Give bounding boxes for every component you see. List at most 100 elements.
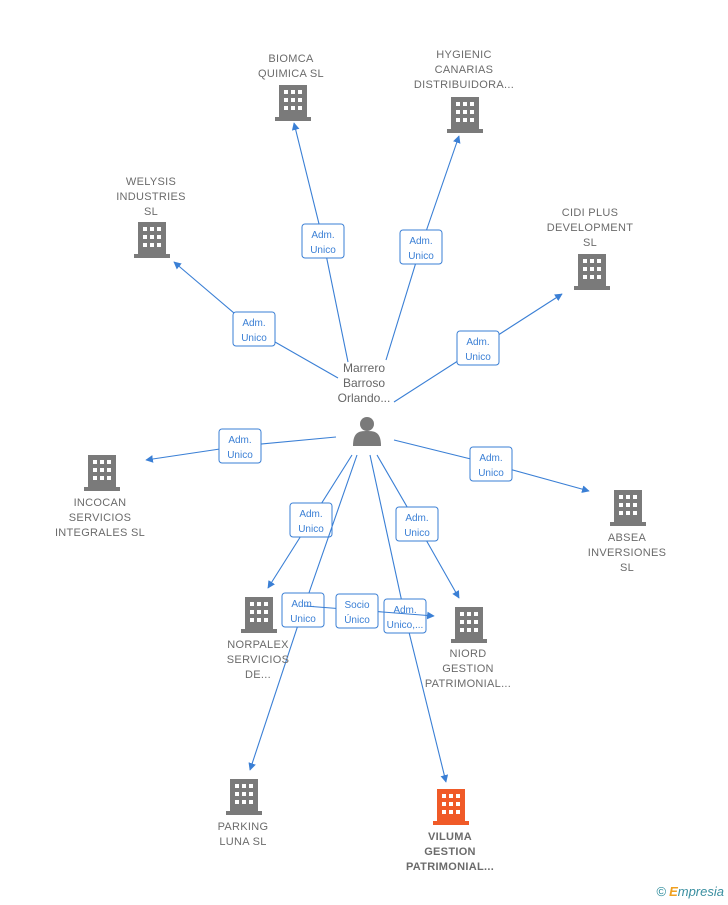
company-name-line: SERVICIOS	[227, 654, 289, 666]
edge-label-text: Socio	[344, 600, 369, 611]
edge-label-box[interactable]	[399, 229, 443, 265]
company-name-line: SERVICIOS	[69, 512, 131, 524]
building-icon	[134, 222, 170, 258]
company-name-line: INDUSTRIES	[116, 191, 186, 203]
edge-label-box[interactable]	[232, 311, 276, 347]
edge-niord[interactable]: Adm. Unico	[376, 454, 460, 599]
company-name-line: QUIMICA SL	[258, 68, 324, 80]
edge-label-box[interactable]	[395, 506, 439, 542]
company-name-line: DEVELOPMENT	[547, 222, 633, 234]
edge-viluma[interactable]: Adm. Unico,...	[369, 454, 449, 783]
company-name-line: SL	[583, 237, 597, 249]
edge-label-box[interactable]	[469, 446, 513, 482]
edge-label-text: Unico	[408, 251, 434, 262]
company-name-line: ABSEA	[608, 532, 647, 544]
company-node-cidi[interactable]: CIDI PLUS DEVELOPMENT SL	[547, 207, 633, 290]
person-name-line: Orlando...	[338, 391, 391, 405]
building-icon	[226, 779, 262, 815]
edge-label-text: Único	[344, 613, 370, 626]
company-name-line: GESTION	[424, 846, 476, 858]
company-name-line: GESTION	[442, 663, 494, 675]
edge-label-box[interactable]	[335, 593, 379, 629]
company-name-line: NORPALEX	[227, 639, 289, 651]
edge-label-text: Adm.	[409, 236, 432, 247]
building-icon	[574, 254, 610, 290]
edge-label-box[interactable]	[383, 598, 427, 634]
edge-label-text: Unico	[241, 333, 267, 344]
edge-label-box[interactable]	[218, 428, 262, 464]
company-name-line: PATRIMONIAL...	[406, 861, 494, 873]
company-name-line: BIOMCA	[268, 53, 314, 65]
building-icon	[447, 97, 483, 133]
person-name-line: Marrero	[343, 361, 385, 375]
company-name-line: INTEGRALES SL	[55, 527, 145, 539]
company-node-biomca[interactable]: BIOMCA QUIMICA SL	[258, 53, 324, 121]
company-name-line: PATRIMONIAL...	[425, 678, 511, 690]
company-name-line: PARKING	[218, 821, 269, 833]
edge-label-text: Adm.	[311, 230, 334, 241]
edge-label-text: Adm.	[466, 337, 489, 348]
edge-label-box[interactable]	[281, 592, 325, 628]
copyright-icon: ©	[656, 884, 667, 899]
brand-initial: E	[669, 884, 678, 899]
edge-label-text: Unico	[290, 614, 316, 625]
building-icon	[451, 607, 487, 643]
edge-label-text: Unico	[298, 524, 324, 535]
company-name-line: INCOCAN	[74, 497, 127, 509]
edge-label-text: Adm.	[479, 453, 502, 464]
company-node-parking[interactable]: PARKING LUNA SL	[218, 779, 269, 848]
company-name-line: WELYSIS	[126, 176, 176, 188]
company-name-line: LUNA SL	[219, 836, 266, 848]
building-icon	[610, 490, 646, 526]
company-node-incocan[interactable]: INCOCAN SERVICIOS INTEGRALES SL	[55, 455, 145, 539]
edge-cidi[interactable]: Adm. Unico	[393, 293, 563, 403]
brand-name: mpresia	[677, 884, 724, 899]
edge-label-box[interactable]	[456, 330, 500, 366]
empresia-brand[interactable]: ©Empresia	[656, 884, 724, 899]
edge-label-text: Adm.	[242, 318, 265, 329]
company-name-line: CANARIAS	[435, 64, 494, 76]
edge-label-text: Adm.	[228, 435, 251, 446]
company-node-niord[interactable]: NIORD GESTION PATRIMONIAL...	[425, 607, 511, 690]
edge-label-text: Adm.	[405, 513, 428, 524]
company-node-norpalex[interactable]: NORPALEXSERVICIOSDE...	[227, 597, 289, 681]
edge-parking[interactable]: Adm. Unico	[248, 454, 358, 771]
edge-label-text: Unico	[478, 468, 504, 479]
company-name-line: VILUMA	[428, 831, 472, 843]
edge-welysis[interactable]: Adm. Unico	[173, 261, 339, 379]
company-node-hygienic[interactable]: HYGIENIC CANARIAS DISTRIBUIDORA...	[414, 49, 514, 133]
edge-incocan[interactable]: Adm. Unico	[145, 428, 337, 464]
person-name-line: Barroso	[343, 376, 385, 390]
company-name-line: SL	[620, 562, 634, 574]
company-name-line: NIORD	[450, 648, 487, 660]
building-icon	[241, 597, 277, 633]
edge-label-text: Adm.	[393, 605, 416, 616]
company-node-viluma[interactable]: VILUMA GESTION PATRIMONIAL...	[406, 789, 494, 873]
edge-label-text: Adm.	[291, 599, 314, 610]
edge-label-text: Unico	[310, 245, 336, 256]
building-icon	[275, 85, 311, 121]
company-name-line: HYGIENIC	[436, 49, 492, 61]
edge-norpalex[interactable]: Adm.Unico	[267, 454, 353, 589]
edge-label-box[interactable]	[289, 502, 333, 538]
nodes-layer: BIOMCA QUIMICA SL HYGIENIC CANARIAS DISTRIBU…	[55, 49, 666, 873]
company-name-line: SL	[144, 206, 158, 218]
edge-label-text: Unico	[227, 450, 253, 461]
person-icon	[353, 417, 381, 446]
edge-biomca[interactable]: Adm. Unico	[291, 122, 349, 363]
company-name-line: DISTRIBUIDORA...	[414, 79, 514, 91]
company-name-line: CIDI PLUS	[562, 207, 619, 219]
building-icon	[84, 455, 120, 491]
edge-label-text: Unico	[404, 528, 430, 539]
edge-absea[interactable]: Adm. Unico	[393, 439, 590, 493]
edge-label-text: Unico	[465, 352, 491, 363]
edge-label-box[interactable]	[301, 223, 345, 259]
edge-label-text: Unico,...	[387, 620, 424, 631]
company-node-welysis[interactable]: WELYSIS INDUSTRIES SL	[116, 176, 186, 258]
center-node[interactable]: MarreroBarrosoOrlando...	[338, 361, 391, 446]
edge-hygienic[interactable]: Adm. Unico	[385, 135, 461, 361]
